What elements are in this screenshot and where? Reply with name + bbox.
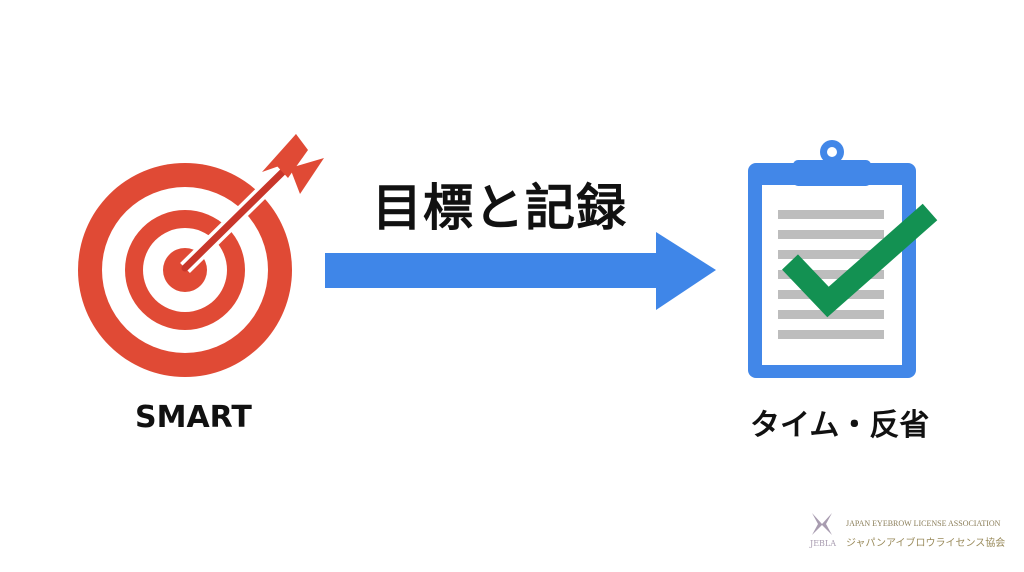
butterfly-logo-icon <box>812 513 832 535</box>
time-reflection-label: タイム・反省 <box>750 408 930 443</box>
diagram-title: 目標と記録 <box>372 179 627 237</box>
logo-abbr: JEBLA <box>810 539 837 548</box>
arrow-right-icon <box>325 232 716 310</box>
target-arrow-icon <box>78 134 324 377</box>
clipboard-check-icon <box>748 140 938 378</box>
association-logo: JEBLA JAPAN EYEBROW LICENSE ASSOCIATION … <box>800 503 1024 565</box>
smart-label: SMART <box>135 400 252 435</box>
logo-japanese-name: ジャパンアイブロウライセンス協会 <box>846 538 1006 549</box>
logo-english-name: JAPAN EYEBROW LICENSE ASSOCIATION <box>846 519 1001 528</box>
